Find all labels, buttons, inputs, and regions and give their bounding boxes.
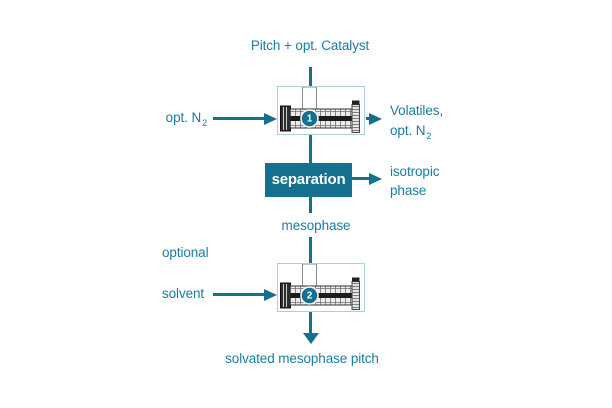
connector-mesophase-to-reactor2: [309, 237, 312, 263]
screw-shaft-shape: [290, 293, 356, 298]
label-isotropic-phase: isotropic phase: [390, 164, 440, 198]
extruder-icon: 2: [280, 264, 360, 310]
gauge-shape: [351, 281, 360, 310]
arrow-volatiles-line: [366, 117, 370, 120]
arrow-optn2-head: [264, 112, 277, 125]
extruder-icon: 1: [280, 87, 360, 133]
arrow-isotropic-head: [369, 172, 382, 185]
motor-cap-shape: [280, 105, 291, 132]
gauge-cap-shape: [352, 277, 360, 282]
connector-separation-to-mesophase: [309, 197, 312, 213]
screw-shaft-shape: [290, 116, 356, 121]
label-solvated-mesophase-pitch: solvated mesophase pitch: [225, 351, 379, 366]
connector-top-to-reactor1: [309, 67, 312, 86]
label-mesophase: mesophase: [281, 218, 351, 233]
reactor1-box: 1: [277, 86, 365, 135]
connector-reactor1-to-separation: [309, 135, 312, 163]
stage-badge-number: 2: [307, 291, 313, 302]
label-solvent: solvent: [162, 286, 205, 301]
motor-cap-shape: [280, 282, 291, 309]
arrow-isotropic-line: [352, 177, 370, 180]
arrow-optn2-line: [213, 117, 264, 120]
label-optional: optional: [162, 245, 209, 260]
label-volatiles: Volatiles, opt. N2: [390, 103, 444, 141]
separation-box: separation: [265, 163, 352, 197]
arrow-solvent-line: [213, 293, 264, 296]
gauge-shape: [351, 104, 360, 133]
stage-badge-number: 1: [307, 114, 313, 125]
hopper-shape: [302, 87, 317, 112]
arrow-output-head: [302, 333, 319, 344]
hopper-shape: [302, 264, 317, 289]
reactor2-box: 2: [277, 263, 365, 312]
stage-badge: [300, 286, 319, 305]
arrow-solvent-head: [264, 288, 277, 301]
arrow-volatiles-head: [369, 112, 382, 125]
gauge-cap-shape: [352, 100, 360, 105]
label-pitch-catalyst: Pitch + opt. Catalyst: [250, 38, 370, 53]
stage-badge: [300, 109, 319, 128]
arrow-output-line: [309, 312, 312, 334]
label-opt-n2: opt. N2: [165, 110, 207, 128]
